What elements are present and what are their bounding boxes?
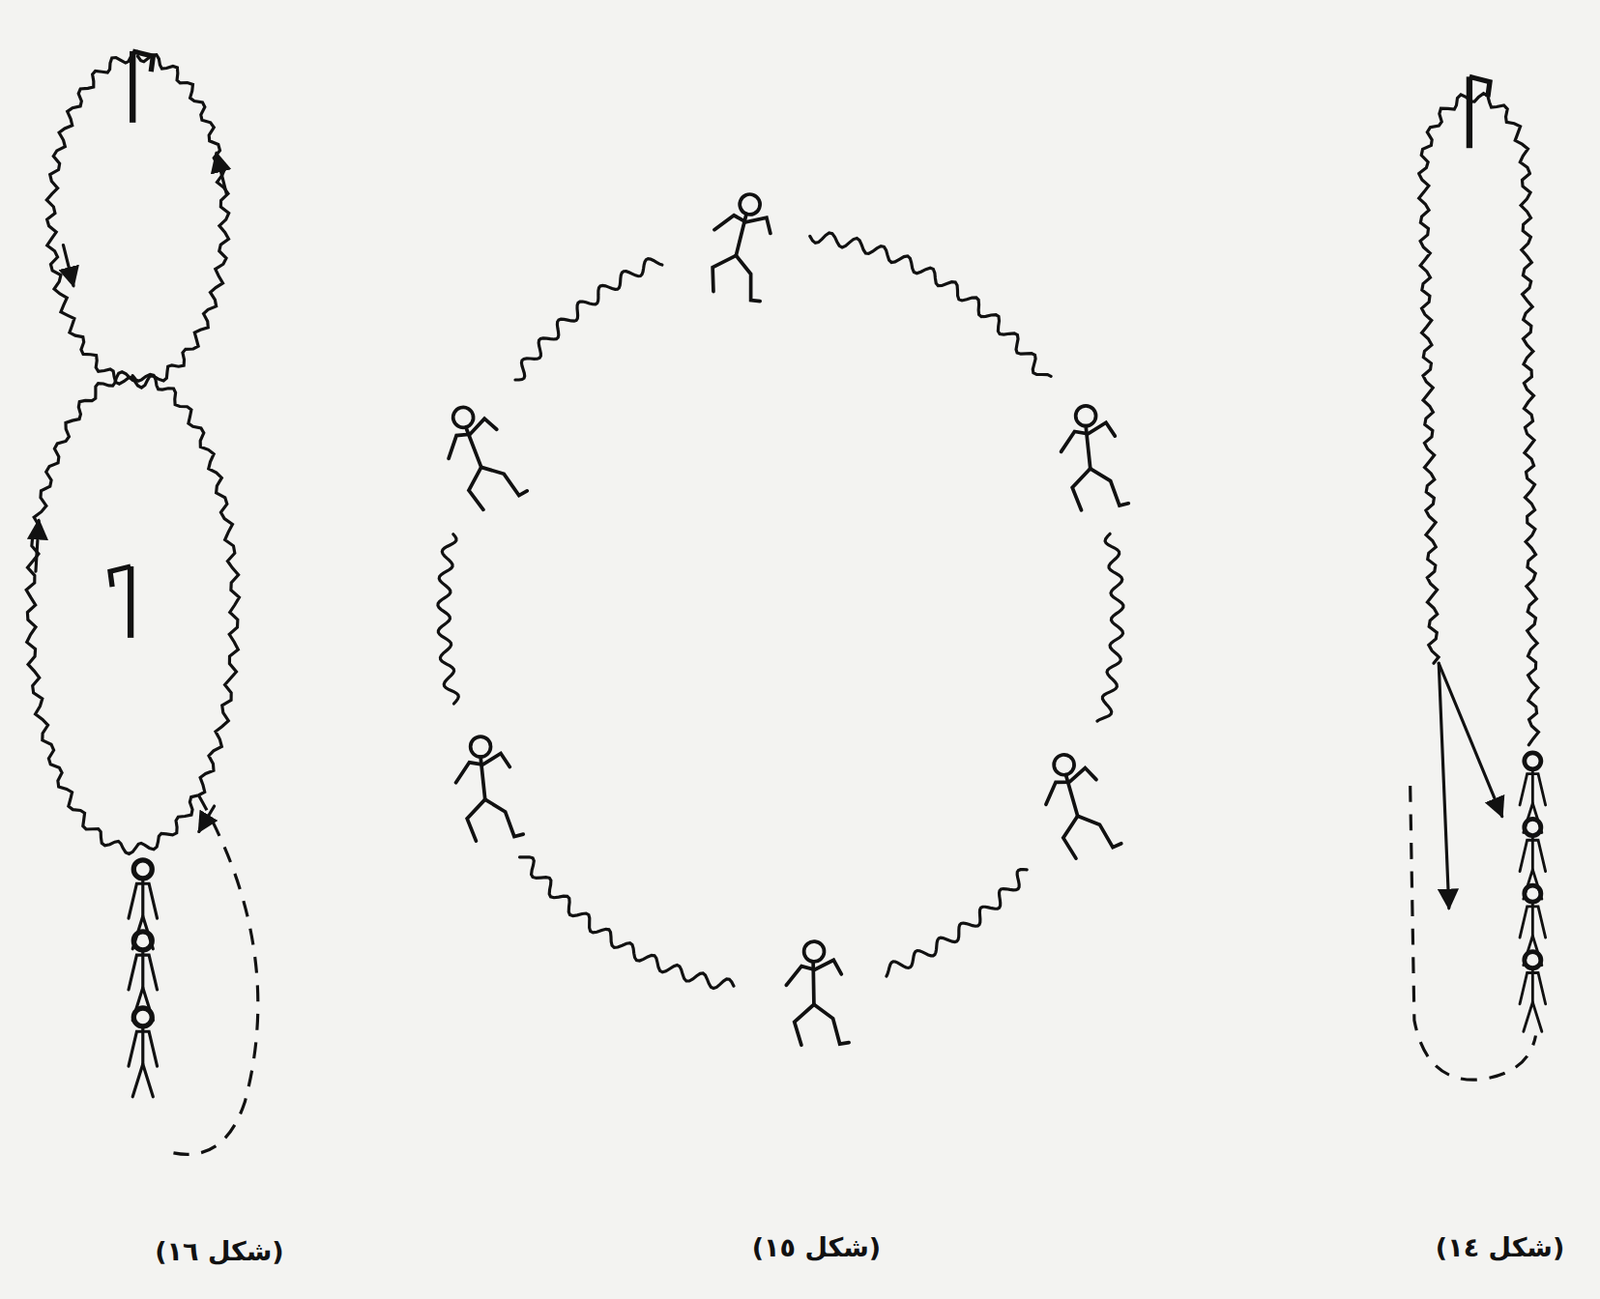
wavy-path xyxy=(437,534,459,704)
wavy-path xyxy=(1419,93,1540,746)
pass-arrow xyxy=(1438,663,1450,908)
flag-symbol xyxy=(1469,76,1490,148)
direction-arrow xyxy=(216,153,228,195)
figure-14 xyxy=(1410,76,1546,1080)
return-path xyxy=(1410,785,1537,1080)
wavy-path xyxy=(520,857,734,990)
wavy-path xyxy=(46,51,229,388)
pass-arrow xyxy=(1438,663,1502,816)
wavy-path xyxy=(886,870,1027,977)
figure-caption: (شكل ١٥) xyxy=(752,1231,881,1262)
figure-16 xyxy=(26,51,259,1155)
runner-figure xyxy=(436,396,529,515)
figure-caption: (شكل ١٦) xyxy=(154,1236,284,1267)
runner-figure xyxy=(456,736,524,842)
direction-arrow xyxy=(35,520,39,572)
return-path xyxy=(173,795,258,1155)
wavy-path xyxy=(26,372,239,855)
wavy-path xyxy=(1097,533,1124,722)
standing-figure xyxy=(1519,952,1546,1033)
runner-figure xyxy=(781,939,858,1050)
direction-arrow xyxy=(62,245,74,287)
flag-symbol xyxy=(110,566,131,639)
wavy-path xyxy=(515,259,663,380)
figure-15 xyxy=(436,186,1129,1050)
standing-figure xyxy=(128,1008,158,1098)
figure-caption: (شكل ١٤) xyxy=(1435,1231,1565,1262)
runner-figure xyxy=(694,186,793,308)
wavy-path xyxy=(810,232,1051,377)
runner-figure xyxy=(1061,406,1130,511)
runner-figure xyxy=(1038,747,1123,862)
